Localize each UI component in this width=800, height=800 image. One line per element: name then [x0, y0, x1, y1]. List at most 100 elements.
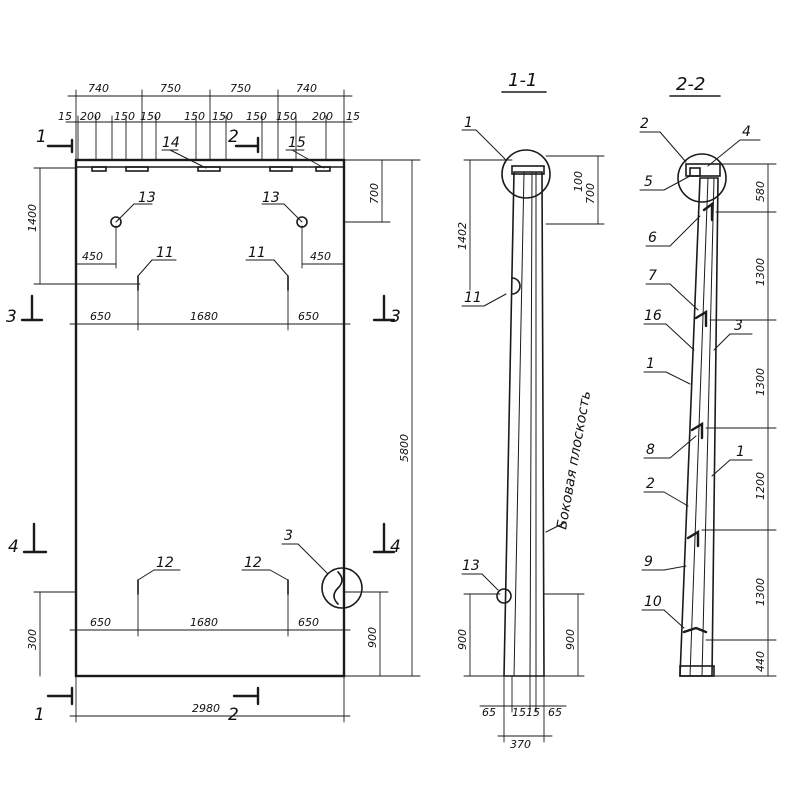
- cut-3: 3 3: [6, 294, 401, 327]
- detail-3: 3: [281, 528, 363, 609]
- dim-450-right: 450: [310, 250, 331, 263]
- section-2-2-title: 2-2: [676, 74, 705, 95]
- detail-circle: [321, 567, 363, 609]
- section-1-dim-900-left: 900: [456, 629, 469, 650]
- section-1-dim-700: 700: [584, 183, 597, 204]
- section-2-mark-7: 7: [648, 268, 657, 284]
- section-1-dim-15-a: 15: [512, 706, 526, 719]
- dim-750-b: 750: [230, 82, 251, 95]
- section-2-mark-16: 16: [644, 308, 662, 324]
- cut-2-top: 2: [228, 127, 239, 147]
- dim-1680-a: 1680: [190, 310, 218, 323]
- section-2-mark-1-a: 1: [646, 356, 655, 372]
- upper-side-dims: 1400 700 5800: [26, 159, 421, 677]
- section-2-dim-1300-c: 1300: [754, 578, 767, 606]
- section-1-dim-100: 100: [572, 171, 585, 192]
- fitting: [694, 309, 708, 328]
- section-1-dim-900-right: 900: [564, 629, 577, 650]
- marks-12: 12 12: [137, 555, 289, 595]
- mark-11-left: 11: [156, 245, 174, 261]
- section-2-dim-1300-a: 1300: [754, 258, 767, 286]
- section-1-1: 1-1 1 1402 100 700 11 Боковая плоскость: [456, 70, 605, 751]
- section-1-dim-65-b: 65: [548, 706, 562, 719]
- dim-150-d: 150: [212, 110, 233, 123]
- dim-150-f: 150: [276, 110, 297, 123]
- section-1-detail-circle: [501, 149, 551, 199]
- embed-plate: [125, 166, 149, 172]
- dim-700: 700: [368, 183, 381, 204]
- dim-5800: 5800: [398, 434, 411, 462]
- section-1-mark-11: 11: [464, 290, 482, 306]
- fitting: [682, 626, 708, 634]
- dim-300: 300: [26, 629, 39, 650]
- section-2-mark-6: 6: [648, 230, 657, 246]
- plan-view: 740 750 750 740 15 200 150 150 150 150 1…: [6, 82, 421, 725]
- marks-11: 11 11: [137, 245, 289, 291]
- section-2-cap: [685, 163, 721, 177]
- dim-900-plan: 900: [366, 627, 379, 648]
- cut-3-right: 3: [390, 307, 401, 327]
- section-2-mark-3: 3: [734, 318, 743, 334]
- dim-150-c: 150: [184, 110, 205, 123]
- section-2-mark-9: 9: [644, 554, 653, 570]
- fitting: [686, 529, 700, 548]
- cut-4-right: 4: [390, 537, 401, 557]
- mark-14: 14: [162, 135, 180, 151]
- upper-row-dims: 650 1680 650: [69, 289, 351, 331]
- fitting: [690, 421, 704, 440]
- cut-1-bottom: 1: [34, 705, 45, 725]
- holes-13: 13 13 450 450: [75, 190, 345, 269]
- section-2-dim-chain: 580 1300 1300 1200 1300 440: [701, 163, 777, 677]
- section-2-mark-2-top: 2: [640, 116, 649, 132]
- dim-650-c: 650: [90, 616, 111, 629]
- section-2-mark-4: 4: [742, 124, 751, 140]
- section-2-dim-1200: 1200: [754, 472, 767, 500]
- section-1-mark-13: 13: [462, 558, 480, 574]
- embed-plate: [91, 166, 107, 172]
- dim-740-b: 740: [296, 82, 317, 95]
- section-2-dim-1300-b: 1300: [754, 368, 767, 396]
- embed-plate: [269, 166, 293, 172]
- dim-740-a: 740: [88, 82, 109, 95]
- section-1-note: Боковая плоскость: [554, 390, 594, 531]
- dim-2980: 2980: [192, 702, 220, 715]
- mark-11-right: 11: [248, 245, 266, 261]
- section-1-dim-65-a: 65: [482, 706, 496, 719]
- section-2-dim-580: 580: [754, 181, 767, 202]
- cut-4-left: 4: [8, 537, 19, 557]
- cut-2-bottom: 2: [228, 705, 239, 725]
- section-1-hole-13: [496, 588, 512, 604]
- dim-1400: 1400: [26, 204, 39, 232]
- section-2-2: 2-2 2 4 5 6 7 16 3 1: [639, 74, 777, 677]
- section-2-mark-5: 5: [644, 174, 653, 190]
- section-1-dim-370: 370: [510, 738, 531, 751]
- mark-12-right: 12: [244, 555, 262, 571]
- dim-1680-b: 1680: [190, 616, 218, 629]
- dim-150-a: 150: [114, 110, 135, 123]
- dim-200-a: 200: [80, 110, 101, 123]
- top-dim-chain-2: 15 200 150 150 150 150 150 150 200 15: [58, 110, 360, 161]
- section-2-cap-inner: [689, 167, 701, 177]
- mark-3: 3: [284, 528, 293, 544]
- dim-150-e: 150: [246, 110, 267, 123]
- embed-plate: [197, 166, 221, 172]
- marks-14-15: 14 15: [161, 135, 325, 169]
- dim-15-b: 15: [346, 110, 360, 123]
- mark-13-left: 13: [138, 190, 156, 206]
- dim-150-b: 150: [140, 110, 161, 123]
- top-dim-chain-1: 740 750 750 740: [67, 82, 353, 161]
- lower-side-dims: 300 900: [26, 591, 389, 677]
- section-2-mark-2-b: 2: [646, 476, 655, 492]
- section-2-mark-1-b: 1: [736, 444, 745, 460]
- section-2-base: [679, 665, 715, 677]
- cut-4: 4 4: [8, 522, 401, 557]
- cut-1-top: 1: [36, 127, 47, 147]
- bottom-dims: 2980 1 2: [34, 675, 351, 725]
- dim-450-left: 450: [82, 250, 103, 263]
- fitting: [702, 201, 714, 222]
- dim-650-b: 650: [298, 310, 319, 323]
- cut-3-left: 3: [6, 307, 17, 327]
- section-2-mark-10: 10: [644, 594, 662, 610]
- dim-650-a: 650: [90, 310, 111, 323]
